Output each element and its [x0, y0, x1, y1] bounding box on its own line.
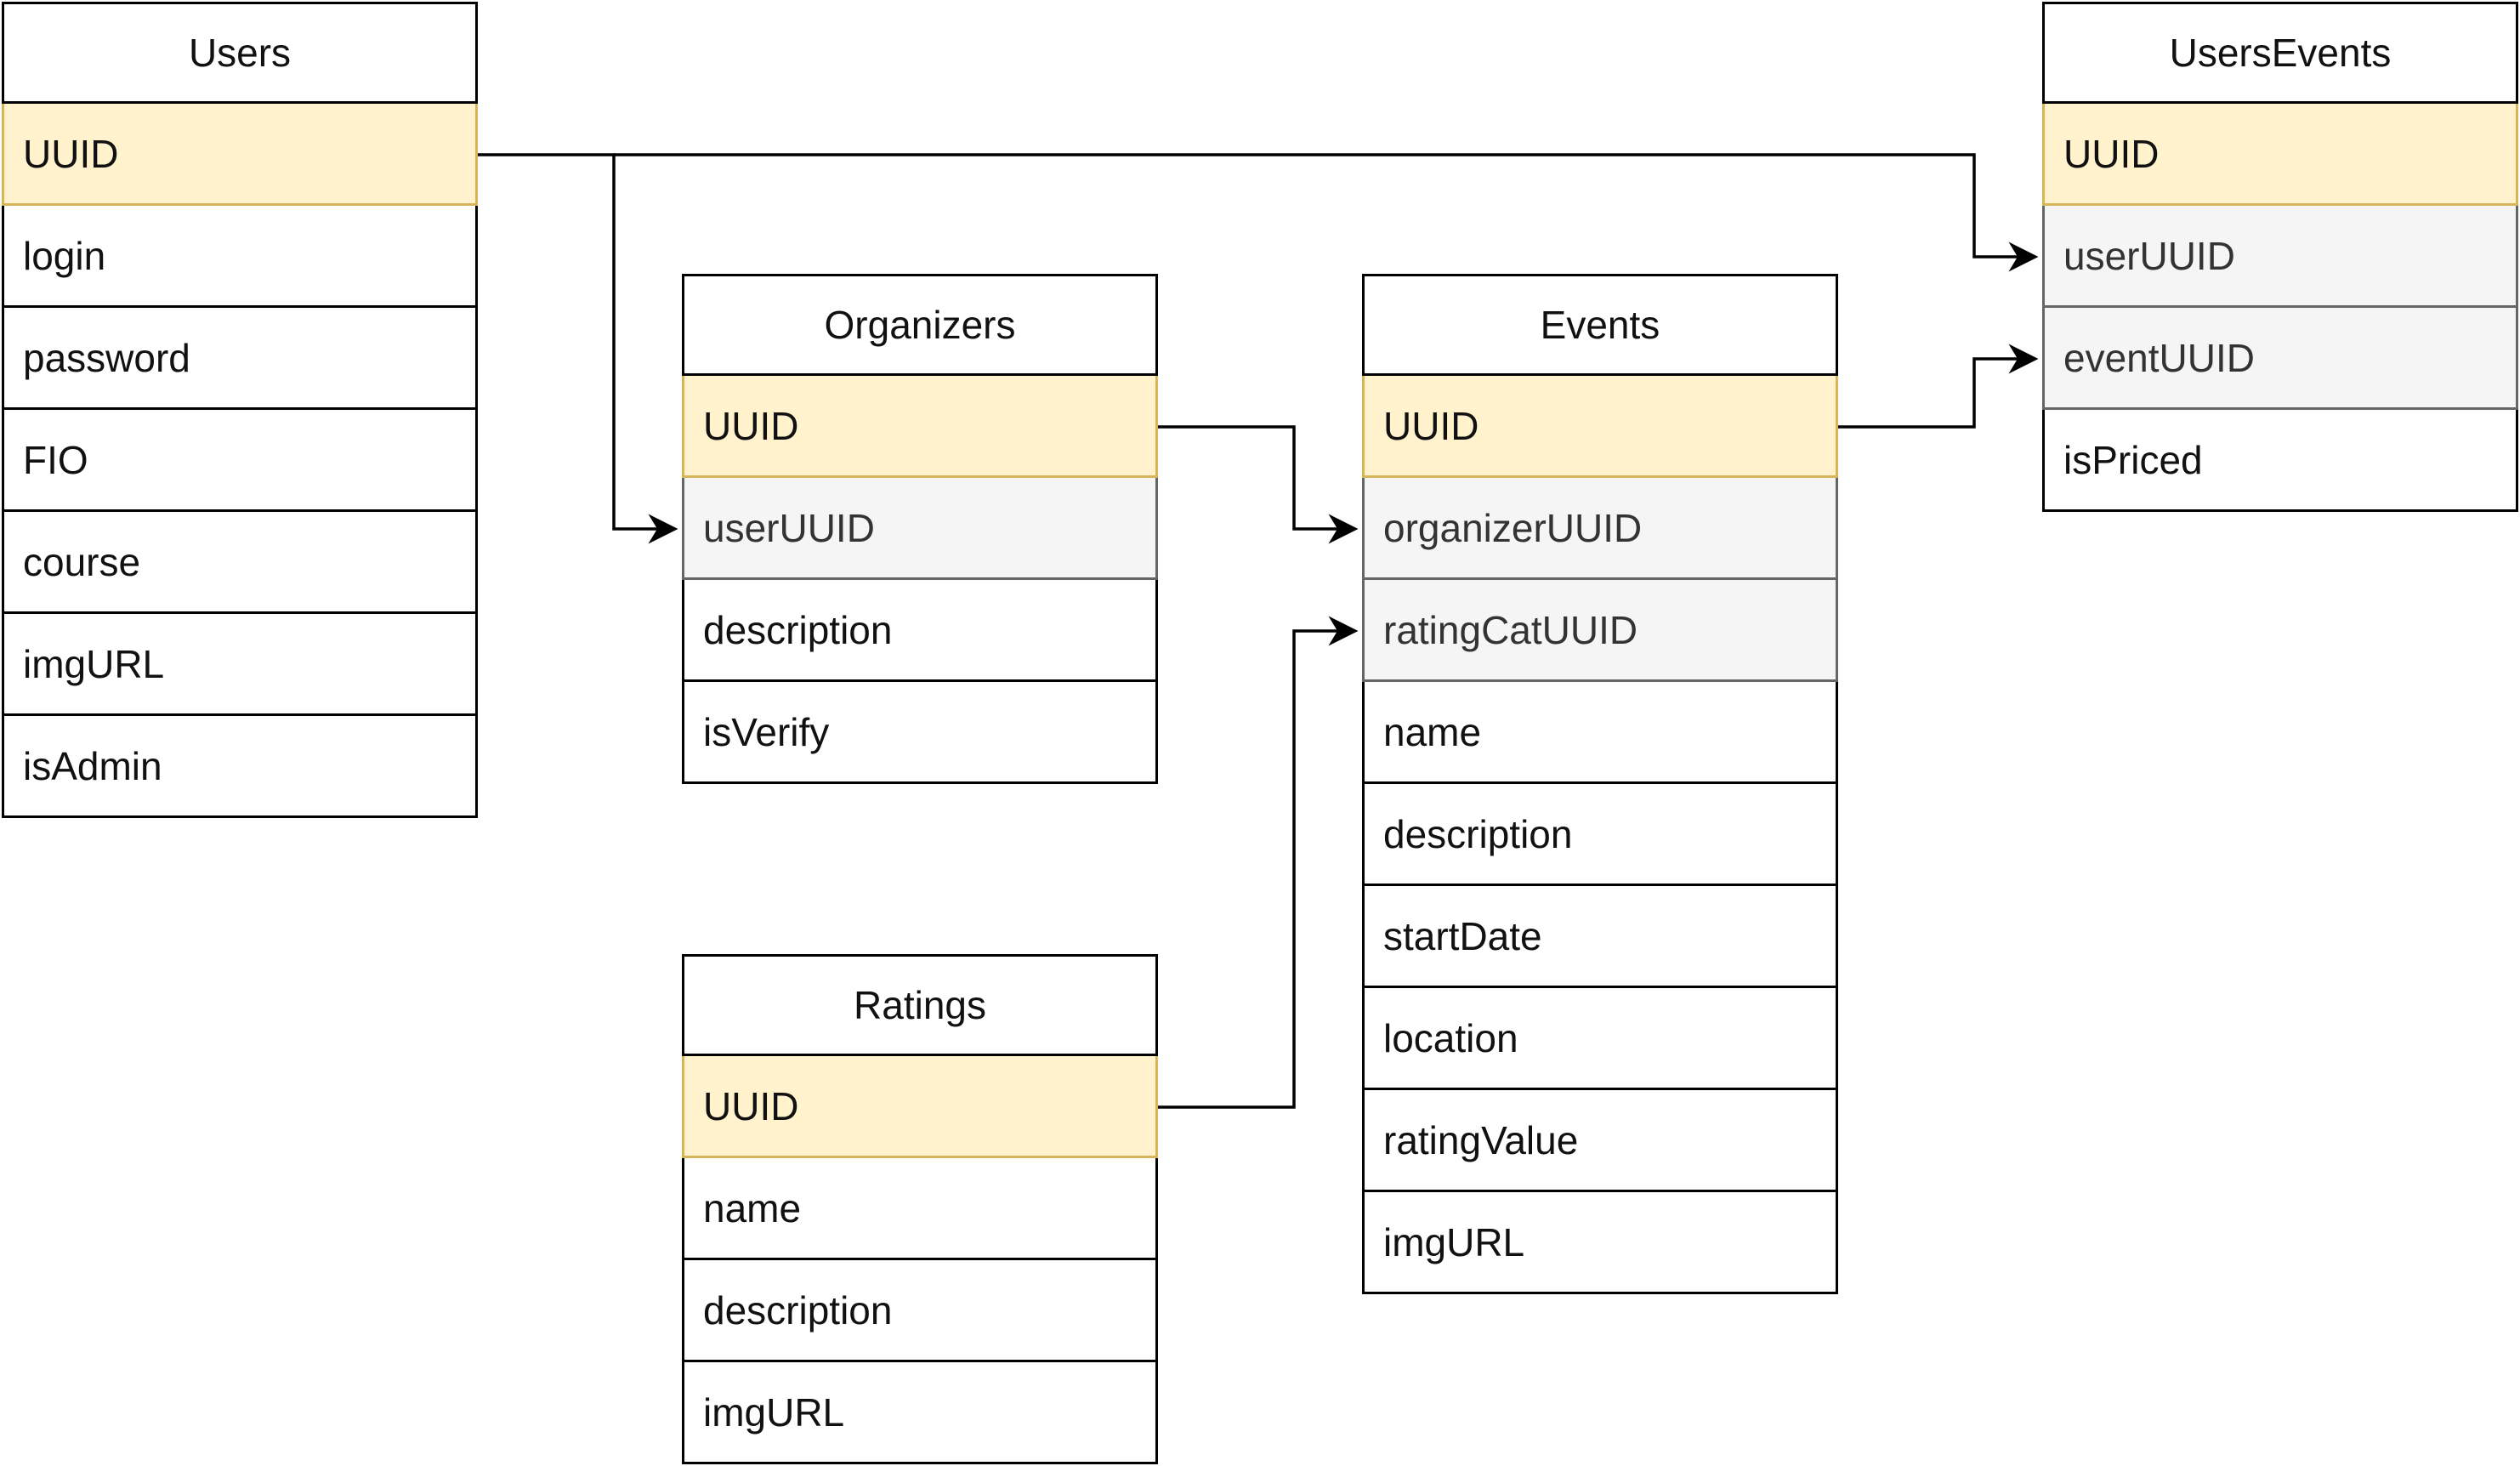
field-row[interactable]: name — [682, 1158, 1158, 1260]
field-row[interactable]: isPriced — [2042, 410, 2518, 512]
field-row[interactable]: course — [2, 512, 478, 614]
field-row[interactable]: startDate — [1362, 886, 1838, 988]
field-row[interactable]: name — [1362, 682, 1838, 784]
relation-organizers-events[interactable] — [1158, 425, 1359, 544]
relation-users-usersevents[interactable] — [614, 153, 2039, 272]
field-row[interactable]: description — [1362, 784, 1838, 886]
field-row[interactable]: password — [2, 308, 478, 410]
entity-title: Users — [2, 2, 478, 104]
entity-events[interactable]: Events UUID organizerUUID ratingCatUUID … — [1362, 274, 1838, 1294]
field-row-fk[interactable]: userUUID — [2042, 206, 2518, 308]
field-row[interactable]: description — [682, 1260, 1158, 1362]
field-row-fk[interactable]: userUUID — [682, 478, 1158, 580]
field-row[interactable]: isAdmin — [2, 716, 478, 818]
field-row[interactable]: isVerify — [682, 682, 1158, 784]
entity-usersevents[interactable]: UsersEvents UUID userUUID eventUUID isPr… — [2042, 2, 2518, 512]
relation-ratings-events[interactable] — [1158, 616, 1359, 1109]
field-row-pk[interactable]: UUID — [2, 104, 478, 206]
entity-title: UsersEvents — [2042, 2, 2518, 104]
entity-title: Organizers — [682, 274, 1158, 376]
field-row-pk[interactable]: UUID — [1362, 376, 1838, 478]
entity-organizers[interactable]: Organizers UUID userUUID description isV… — [682, 274, 1158, 784]
entity-title: Events — [1362, 274, 1838, 376]
field-row-fk[interactable]: eventUUID — [2042, 308, 2518, 410]
relation-users-organizers[interactable] — [478, 153, 678, 544]
field-row[interactable]: FIO — [2, 410, 478, 512]
field-row[interactable]: login — [2, 206, 478, 308]
field-row-pk[interactable]: UUID — [682, 376, 1158, 478]
field-row-pk[interactable]: UUID — [2042, 104, 2518, 206]
field-row[interactable]: location — [1362, 988, 1838, 1090]
field-row[interactable]: description — [682, 580, 1158, 682]
field-row-fk[interactable]: ratingCatUUID — [1362, 580, 1838, 682]
field-row[interactable]: imgURL — [2, 614, 478, 716]
field-row[interactable]: imgURL — [1362, 1192, 1838, 1294]
field-row[interactable]: imgURL — [682, 1362, 1158, 1464]
entity-users[interactable]: Users UUID login password FIO course img… — [2, 2, 478, 818]
field-row-pk[interactable]: UUID — [682, 1056, 1158, 1158]
entity-ratings[interactable]: Ratings UUID name description imgURL — [682, 954, 1158, 1464]
entity-title: Ratings — [682, 954, 1158, 1056]
field-row[interactable]: ratingValue — [1362, 1090, 1838, 1192]
field-row-fk[interactable]: organizerUUID — [1362, 478, 1838, 580]
relation-events-usersevents[interactable] — [1838, 344, 2039, 429]
